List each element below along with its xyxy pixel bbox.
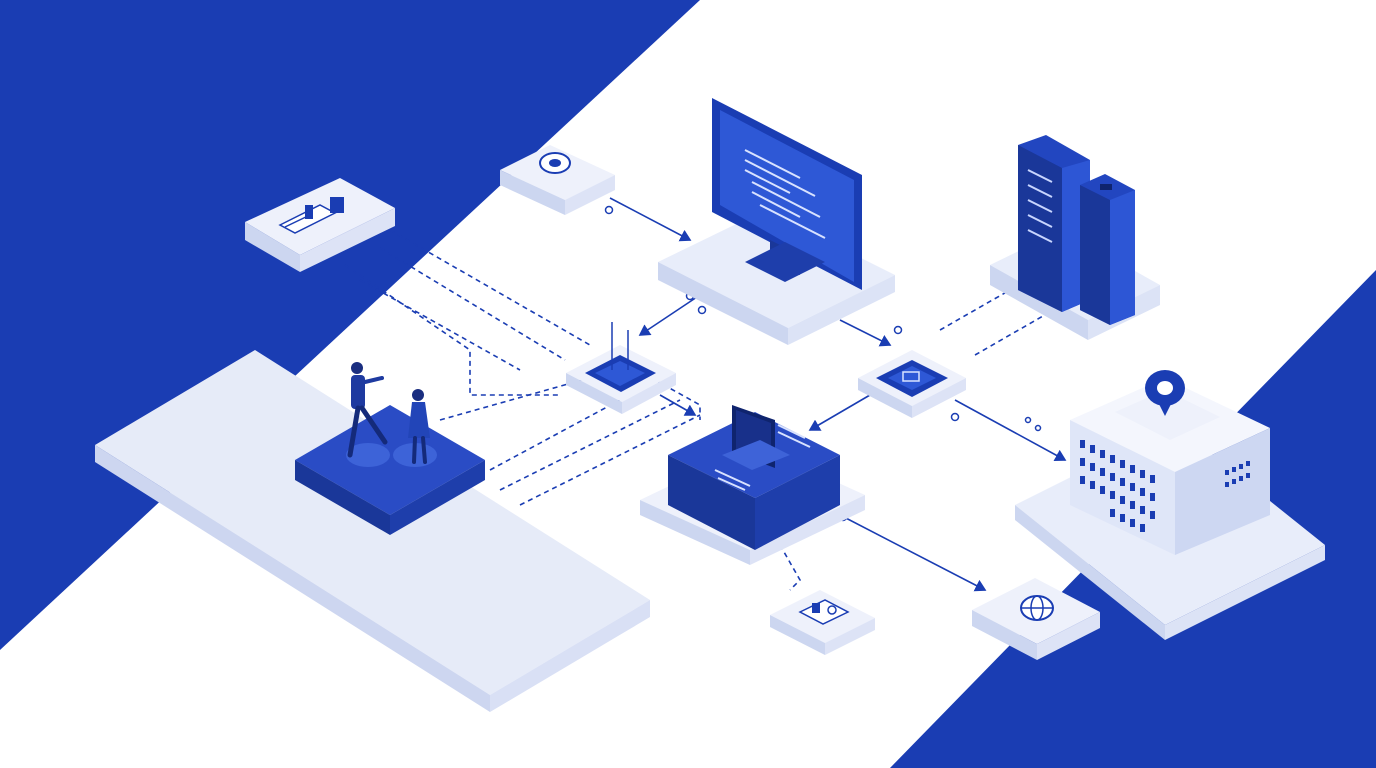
toolbar-icon bbox=[278, 197, 344, 234]
office-building bbox=[1015, 370, 1325, 640]
two-people-icon bbox=[347, 362, 430, 464]
card-bottom-right bbox=[972, 578, 1100, 660]
base-platform bbox=[95, 350, 650, 712]
card-top-center bbox=[500, 145, 615, 215]
monitor-icon bbox=[712, 98, 862, 290]
card-bottom-center bbox=[770, 590, 875, 655]
router-right bbox=[858, 350, 966, 418]
globe-icon bbox=[1020, 595, 1054, 621]
server-rack-icon bbox=[1018, 135, 1135, 325]
building-icon bbox=[1070, 370, 1270, 555]
server-racks bbox=[990, 135, 1160, 340]
monitor-workstation bbox=[658, 98, 895, 345]
gauge-icon bbox=[539, 152, 571, 174]
connection-lines bbox=[344, 197, 1067, 592]
people-platform bbox=[295, 405, 485, 535]
router-icon bbox=[585, 322, 656, 392]
central-hub bbox=[640, 405, 865, 565]
router-left bbox=[566, 322, 676, 414]
laptop-icon bbox=[714, 405, 811, 491]
card-top-left bbox=[245, 178, 395, 272]
router-icon-right bbox=[876, 360, 948, 397]
device-icon bbox=[798, 599, 850, 625]
